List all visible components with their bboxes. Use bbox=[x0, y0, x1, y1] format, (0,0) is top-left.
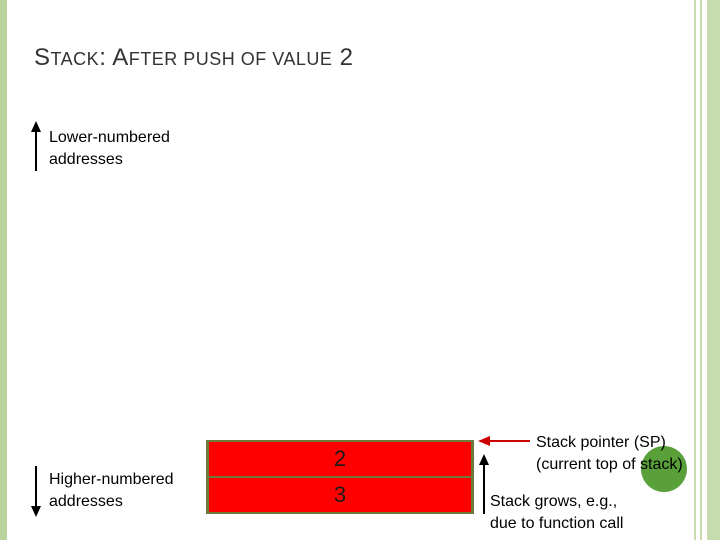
right-border-stripe bbox=[694, 0, 696, 540]
title-initial: S bbox=[34, 44, 51, 71]
stack-block: 2 3 bbox=[206, 440, 474, 514]
title-word: TACK bbox=[50, 49, 100, 69]
title-colon: : bbox=[99, 44, 107, 71]
left-border-bar bbox=[0, 0, 7, 540]
title-words: FTER PUSH OF VALUE bbox=[128, 49, 333, 69]
label-line: Stack pointer (SP) bbox=[536, 434, 666, 451]
down-arrow-icon bbox=[31, 466, 41, 517]
stack-pointer-arrow-icon bbox=[478, 436, 530, 446]
stack-grows-arrow-icon bbox=[479, 454, 489, 514]
label-line: addresses bbox=[49, 151, 123, 168]
label-line: due to function call bbox=[490, 515, 624, 532]
stack-value: 2 bbox=[333, 446, 347, 471]
label-line: (current top of stack) bbox=[536, 456, 683, 473]
green-circle-marker bbox=[641, 446, 687, 492]
label-line: Lower-numbered bbox=[49, 129, 170, 146]
label-line: Stack grows, e.g., bbox=[490, 493, 618, 510]
title-number: 2 bbox=[339, 44, 354, 71]
lower-addresses-label: Lower-numbered addresses bbox=[49, 127, 170, 171]
stack-grows-label: Stack grows, e.g., due to function call bbox=[490, 491, 623, 535]
stack-pointer-label: Stack pointer (SP) (current top of stack… bbox=[536, 432, 683, 476]
stack-cell-top: 2 bbox=[209, 442, 471, 476]
stack-cell: 3 bbox=[209, 478, 471, 512]
title-initial: A bbox=[112, 44, 129, 71]
up-arrow-icon bbox=[31, 121, 41, 171]
label-line: Higher-numbered bbox=[49, 471, 174, 488]
stack-value: 3 bbox=[333, 482, 347, 507]
right-border-bar bbox=[707, 0, 720, 540]
higher-addresses-label: Higher-numbered addresses bbox=[49, 469, 174, 513]
label-line: addresses bbox=[49, 493, 123, 510]
right-border-stripe bbox=[700, 0, 702, 540]
slide-title: STACK: AFTER PUSH OF VALUE 2 bbox=[34, 44, 353, 72]
